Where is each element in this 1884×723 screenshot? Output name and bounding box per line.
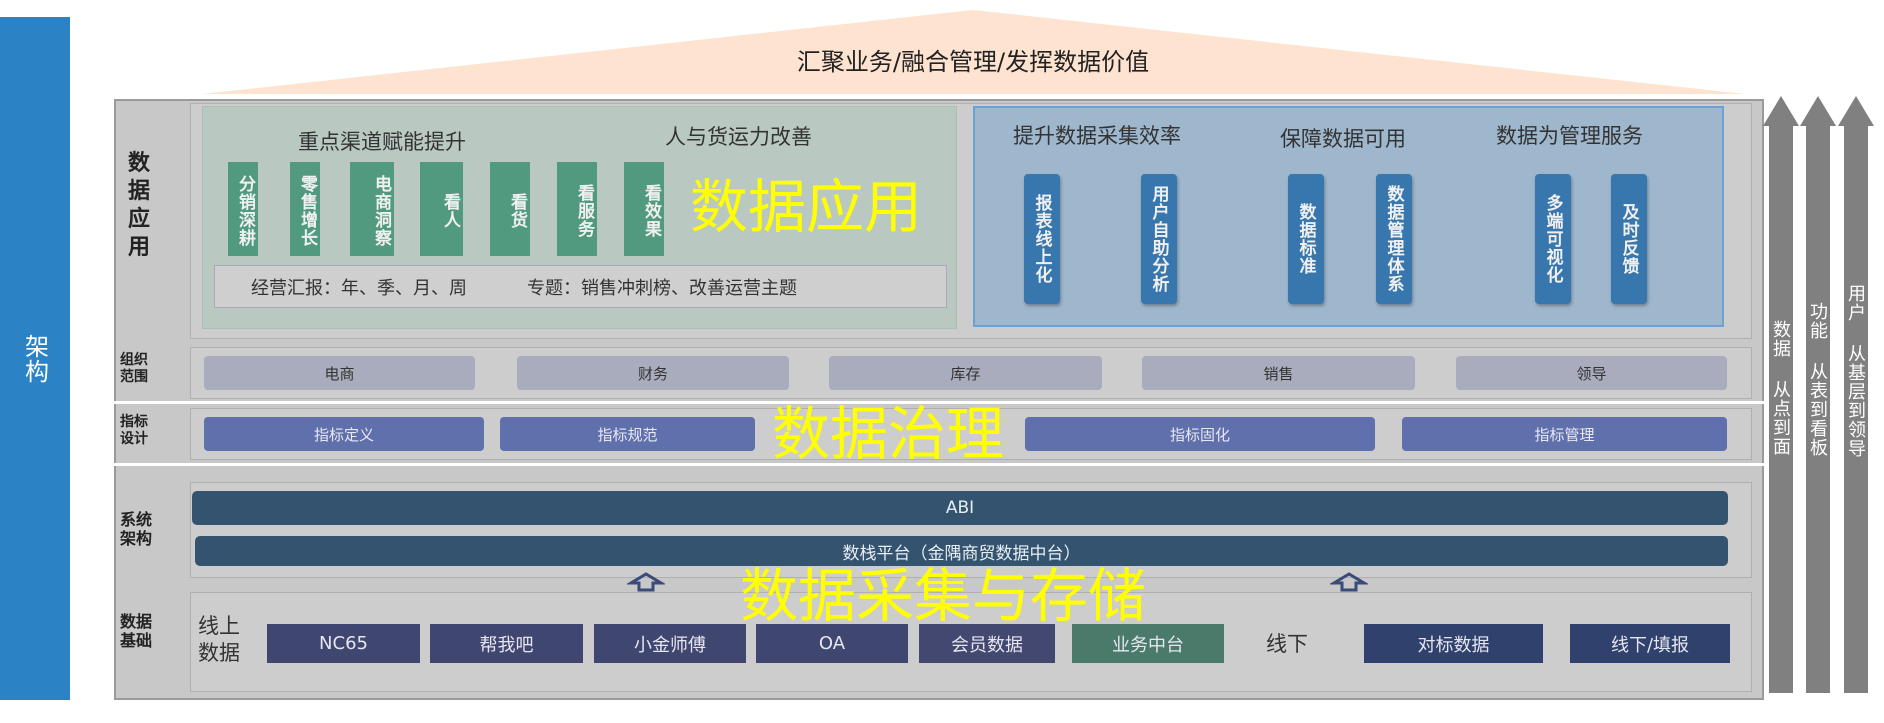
blue-box: 报表线上化 (1024, 174, 1060, 304)
blue-box: 数据标准 (1288, 174, 1324, 304)
arrow-function-icon (1800, 96, 1836, 693)
abi-bar: ABI (192, 491, 1728, 525)
blue-heading-2: 保障数据可用 (1280, 127, 1406, 151)
green-box: 分销深耕 (228, 162, 258, 256)
source-member-data: 会员数据 (919, 624, 1055, 663)
report-text: 经营汇报：年、季、月、周 (251, 277, 467, 299)
blue-box: 多端可视化 (1535, 174, 1571, 304)
green-box: 看服务 (557, 162, 597, 256)
green-heading-1: 重点渠道赋能提升 (298, 130, 466, 154)
green-box: 看货 (490, 162, 530, 256)
source-bangwoba: 帮我吧 (430, 624, 583, 663)
org-pill-finance: 财务 (517, 356, 789, 390)
org-pill-ecommerce: 电商 (204, 356, 475, 390)
arrow-user-icon (1838, 96, 1874, 693)
row-label-base: 数据基础 (120, 612, 153, 650)
sidebar-label: 架构 (20, 333, 49, 384)
blue-panel (973, 106, 1724, 327)
roof-shape (202, 10, 1745, 94)
online-data-label: 线上数据 (198, 614, 240, 665)
blue-box: 用户自助分析 (1141, 174, 1177, 304)
arrow-text-data: 数据 从点到面 (1770, 320, 1791, 456)
blue-heading-3: 数据为管理服务 (1496, 124, 1643, 148)
source-business-platform: 业务中台 (1072, 624, 1224, 663)
up-arrow-icon (1330, 572, 1368, 592)
source-benchmark-data: 对标数据 (1364, 624, 1543, 663)
indicator-solidify: 指标固化 (1025, 417, 1375, 451)
topic-text: 专题：销售冲刺榜、改善运营主题 (527, 277, 797, 299)
row-label-system: 系统架构 (120, 510, 153, 548)
green-box: 看效果 (624, 162, 664, 256)
divider (114, 401, 1764, 404)
arrow-text-function: 功能 从表到看板 (1807, 302, 1828, 457)
blue-box: 及时反馈 (1611, 174, 1647, 304)
org-pill-sales: 销售 (1142, 356, 1415, 390)
source-nc65: NC65 (267, 624, 420, 663)
org-pill-inventory: 库存 (829, 356, 1102, 390)
blue-heading-1: 提升数据采集效率 (1013, 124, 1181, 148)
indicator-standard: 指标规范 (500, 417, 755, 451)
platform-bar: 数栈平台（金隅商贸数据中台） (195, 536, 1728, 566)
arrow-data-icon (1763, 96, 1799, 693)
architecture-sidebar: 架构 (0, 17, 70, 700)
source-offline-fill: 线下/填报 (1570, 624, 1730, 663)
overlay-data-governance: 数据治理 (772, 400, 1005, 468)
blue-box: 数据管理体系 (1376, 174, 1412, 304)
green-box: 电商洞察 (350, 162, 394, 256)
green-box: 看人 (420, 162, 463, 256)
arrow-text-user: 用户 从基层到领导 (1845, 284, 1866, 458)
offline-label: 线下 (1266, 632, 1308, 656)
row-label-app: 数据应用 (128, 151, 151, 260)
overlay-data-application: 数据应用 (690, 173, 923, 241)
green-box: 零售增长 (290, 162, 320, 256)
green-heading-2: 人与货运力改善 (665, 125, 812, 149)
divider (114, 463, 1764, 466)
org-pill-leadership: 领导 (1456, 356, 1727, 390)
source-xiaojinshifu: 小金师傅 (594, 624, 746, 663)
source-oa: OA (756, 624, 908, 663)
indicator-management: 指标管理 (1402, 417, 1727, 451)
row-label-org: 组织范围 (120, 352, 148, 385)
roof-title: 汇聚业务/融合管理/发挥数据价值 (796, 48, 1150, 76)
up-arrow-icon (627, 572, 665, 592)
overlay-data-collection-storage: 数据采集与存储 (740, 562, 1147, 630)
row-label-indicator: 指标设计 (120, 414, 148, 447)
report-bar: 经营汇报：年、季、月、周 专题：销售冲刺榜、改善运营主题 (214, 265, 947, 308)
indicator-definition: 指标定义 (204, 417, 484, 451)
